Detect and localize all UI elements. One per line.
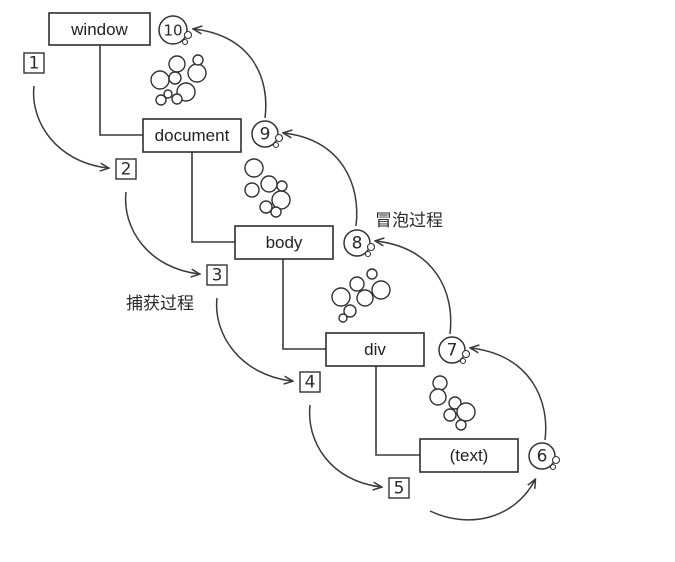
- capture-step-2-number: 2: [121, 160, 132, 180]
- bubble-step-10-number: 10: [163, 22, 182, 40]
- node-div: div: [325, 332, 425, 367]
- capture-step-3-number: 3: [212, 266, 223, 286]
- capture-step-5-number: 5: [394, 479, 405, 499]
- capture-phase-label: 捕获过程: [126, 294, 194, 314]
- bubble-arrow-6-7: [471, 348, 547, 441]
- connector-window-document: [99, 45, 143, 136]
- bubble-cluster-4: [429, 375, 476, 431]
- bubble-cluster-2: [244, 158, 291, 218]
- node-body-label: body: [266, 233, 303, 252]
- node-window-label: window: [70, 20, 128, 39]
- bubble-step-6-number: 6: [537, 447, 548, 467]
- bubble-arrow-7-8: [376, 241, 452, 335]
- capture-arrow-2-3: [124, 191, 199, 274]
- bubble-step-7: 7: [438, 336, 471, 365]
- node-text-label: (text): [450, 446, 489, 465]
- capture-step-5: 5: [388, 477, 410, 499]
- capture-arrow-1-2: [32, 85, 108, 168]
- node-document: document: [142, 118, 242, 153]
- bubble-cluster-1: [150, 54, 207, 106]
- capture-arrow-3-4: [215, 297, 292, 381]
- node-window: window: [48, 12, 151, 46]
- capture-arrow-4-5: [308, 404, 381, 487]
- capture-arrow-5-6: [429, 480, 535, 521]
- dom-tree-connectors: [99, 45, 420, 456]
- node-text: (text): [419, 438, 519, 473]
- bubble-step-8-number: 8: [352, 234, 363, 254]
- node-document-label: document: [155, 126, 230, 145]
- capture-step-4-number: 4: [305, 373, 316, 393]
- bubble-step-7-number: 7: [447, 341, 458, 361]
- bubble-step-10: 10: [158, 15, 193, 46]
- bubble-step-6: 6: [528, 442, 561, 471]
- bubble-arrow-9-10: [194, 29, 267, 119]
- bubble-step-8: 8: [343, 229, 376, 258]
- capture-step-3: 3: [206, 264, 228, 286]
- connector-document-body: [191, 152, 235, 243]
- node-div-label: div: [364, 340, 386, 359]
- capture-step-4: 4: [299, 371, 321, 393]
- bubble-phase-label: 冒泡过程: [375, 211, 443, 231]
- bubble-arrow-8-9: [284, 133, 358, 227]
- capture-step-2: 2: [115, 158, 137, 180]
- bubble-step-9-number: 9: [260, 125, 271, 145]
- node-body: body: [234, 225, 334, 260]
- capture-step-1-number: 1: [29, 54, 40, 74]
- bubble-arrows: [194, 29, 547, 441]
- bubble-cluster-3: [331, 268, 391, 323]
- connector-body-div: [282, 259, 326, 350]
- bubble-step-9: 9: [251, 120, 284, 149]
- capture-arrows: [32, 85, 535, 521]
- connector-div-text: [375, 366, 420, 456]
- capture-step-1: 1: [23, 52, 45, 74]
